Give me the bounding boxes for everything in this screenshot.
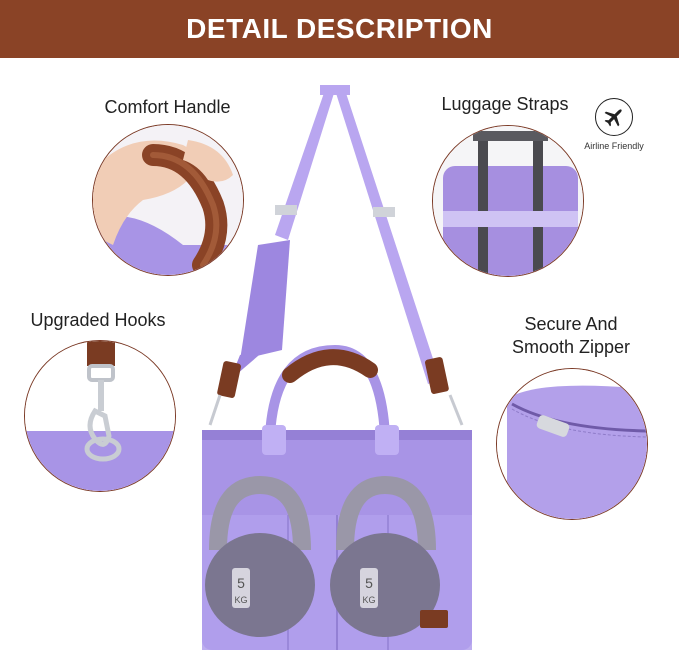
label-luggage-straps: Luggage Straps <box>441 94 569 114</box>
kettlebell-right-weight: 5 <box>365 575 373 591</box>
label-upgraded-hooks: Upgraded Hooks <box>30 310 166 330</box>
kettlebell-right-unit: KG <box>362 595 375 605</box>
circle-luggage-straps <box>432 125 584 277</box>
circle-zipper <box>496 368 648 520</box>
label-zipper: Secure And Smooth Zipper <box>496 313 646 359</box>
banner-title: DETAIL DESCRIPTION <box>186 13 493 44</box>
label-zipper-line1: Secure And <box>524 314 618 334</box>
airline-friendly-label: Airline Friendly <box>584 141 644 151</box>
airplane-icon <box>595 98 633 136</box>
header-banner: DETAIL DESCRIPTION <box>0 0 679 58</box>
label-zipper-line2: Smooth Zipper <box>511 337 631 357</box>
circle-upgraded-hooks <box>24 340 176 492</box>
kettlebell-right <box>330 475 440 637</box>
bag-illustration: 5 KG 5 KG <box>202 85 472 650</box>
kettlebell-left <box>205 475 315 637</box>
circle-comfort-handle <box>92 124 244 276</box>
kettlebell-left-unit: KG <box>234 595 247 605</box>
label-comfort-handle: Comfort Handle <box>104 97 231 117</box>
kettlebell-left-weight: 5 <box>237 575 245 591</box>
